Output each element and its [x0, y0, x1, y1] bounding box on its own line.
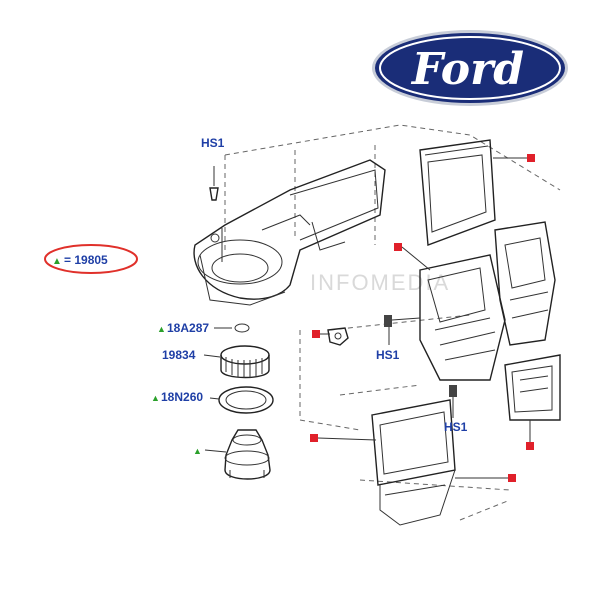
hs1-low-label: HS1 — [444, 420, 468, 434]
callout-markers — [310, 154, 535, 482]
clip-part — [327, 327, 349, 346]
red-square-marker — [394, 243, 402, 251]
red-square-marker — [310, 434, 318, 442]
heater-core-housing — [419, 221, 556, 381]
label-18n260: 18N260 — [161, 390, 203, 404]
ford-logo-text: Ford — [410, 44, 524, 95]
red-square-marker — [526, 442, 534, 450]
legend: ▲ = 19805 — [44, 244, 138, 274]
legend-ring — [44, 244, 138, 274]
label-18a287: 18A287 — [167, 321, 209, 335]
filter-frame-bottom — [371, 399, 456, 526]
ford-logo: Ford — [372, 30, 568, 106]
gasket-18n260: ▲ 18N260 — [151, 386, 274, 414]
hs1-mid-group: HS1 — [376, 315, 421, 362]
hs1-mid-label: HS1 — [376, 348, 400, 362]
watermark-text: INFOMEDIA — [310, 270, 450, 295]
filter-frame-top — [419, 139, 496, 246]
seal-ring-18a287: ▲ 18A287 — [157, 321, 250, 335]
hs1-low-group: HS1 — [444, 385, 468, 434]
legend-marker: ▲ — [52, 256, 62, 267]
red-square-marker — [508, 474, 516, 482]
blower-housing — [193, 159, 386, 306]
motor-marker: ▲ — [193, 446, 202, 456]
red-square-marker — [312, 330, 320, 338]
legend-text: = 19805 — [64, 253, 108, 267]
hs1-top-group: HS1 — [201, 136, 225, 201]
blower-wheel-19834: 19834 — [162, 345, 270, 379]
label-19834: 19834 — [162, 348, 196, 362]
label-18a287-marker: ▲ — [157, 324, 166, 334]
label-18n260-marker: ▲ — [151, 393, 160, 403]
hs1-top-label: HS1 — [201, 136, 225, 150]
red-square-marker — [527, 154, 535, 162]
blower-motor: ▲ — [193, 429, 271, 480]
housing-ghost-outline — [224, 124, 561, 521]
distribution-duct — [504, 354, 561, 421]
